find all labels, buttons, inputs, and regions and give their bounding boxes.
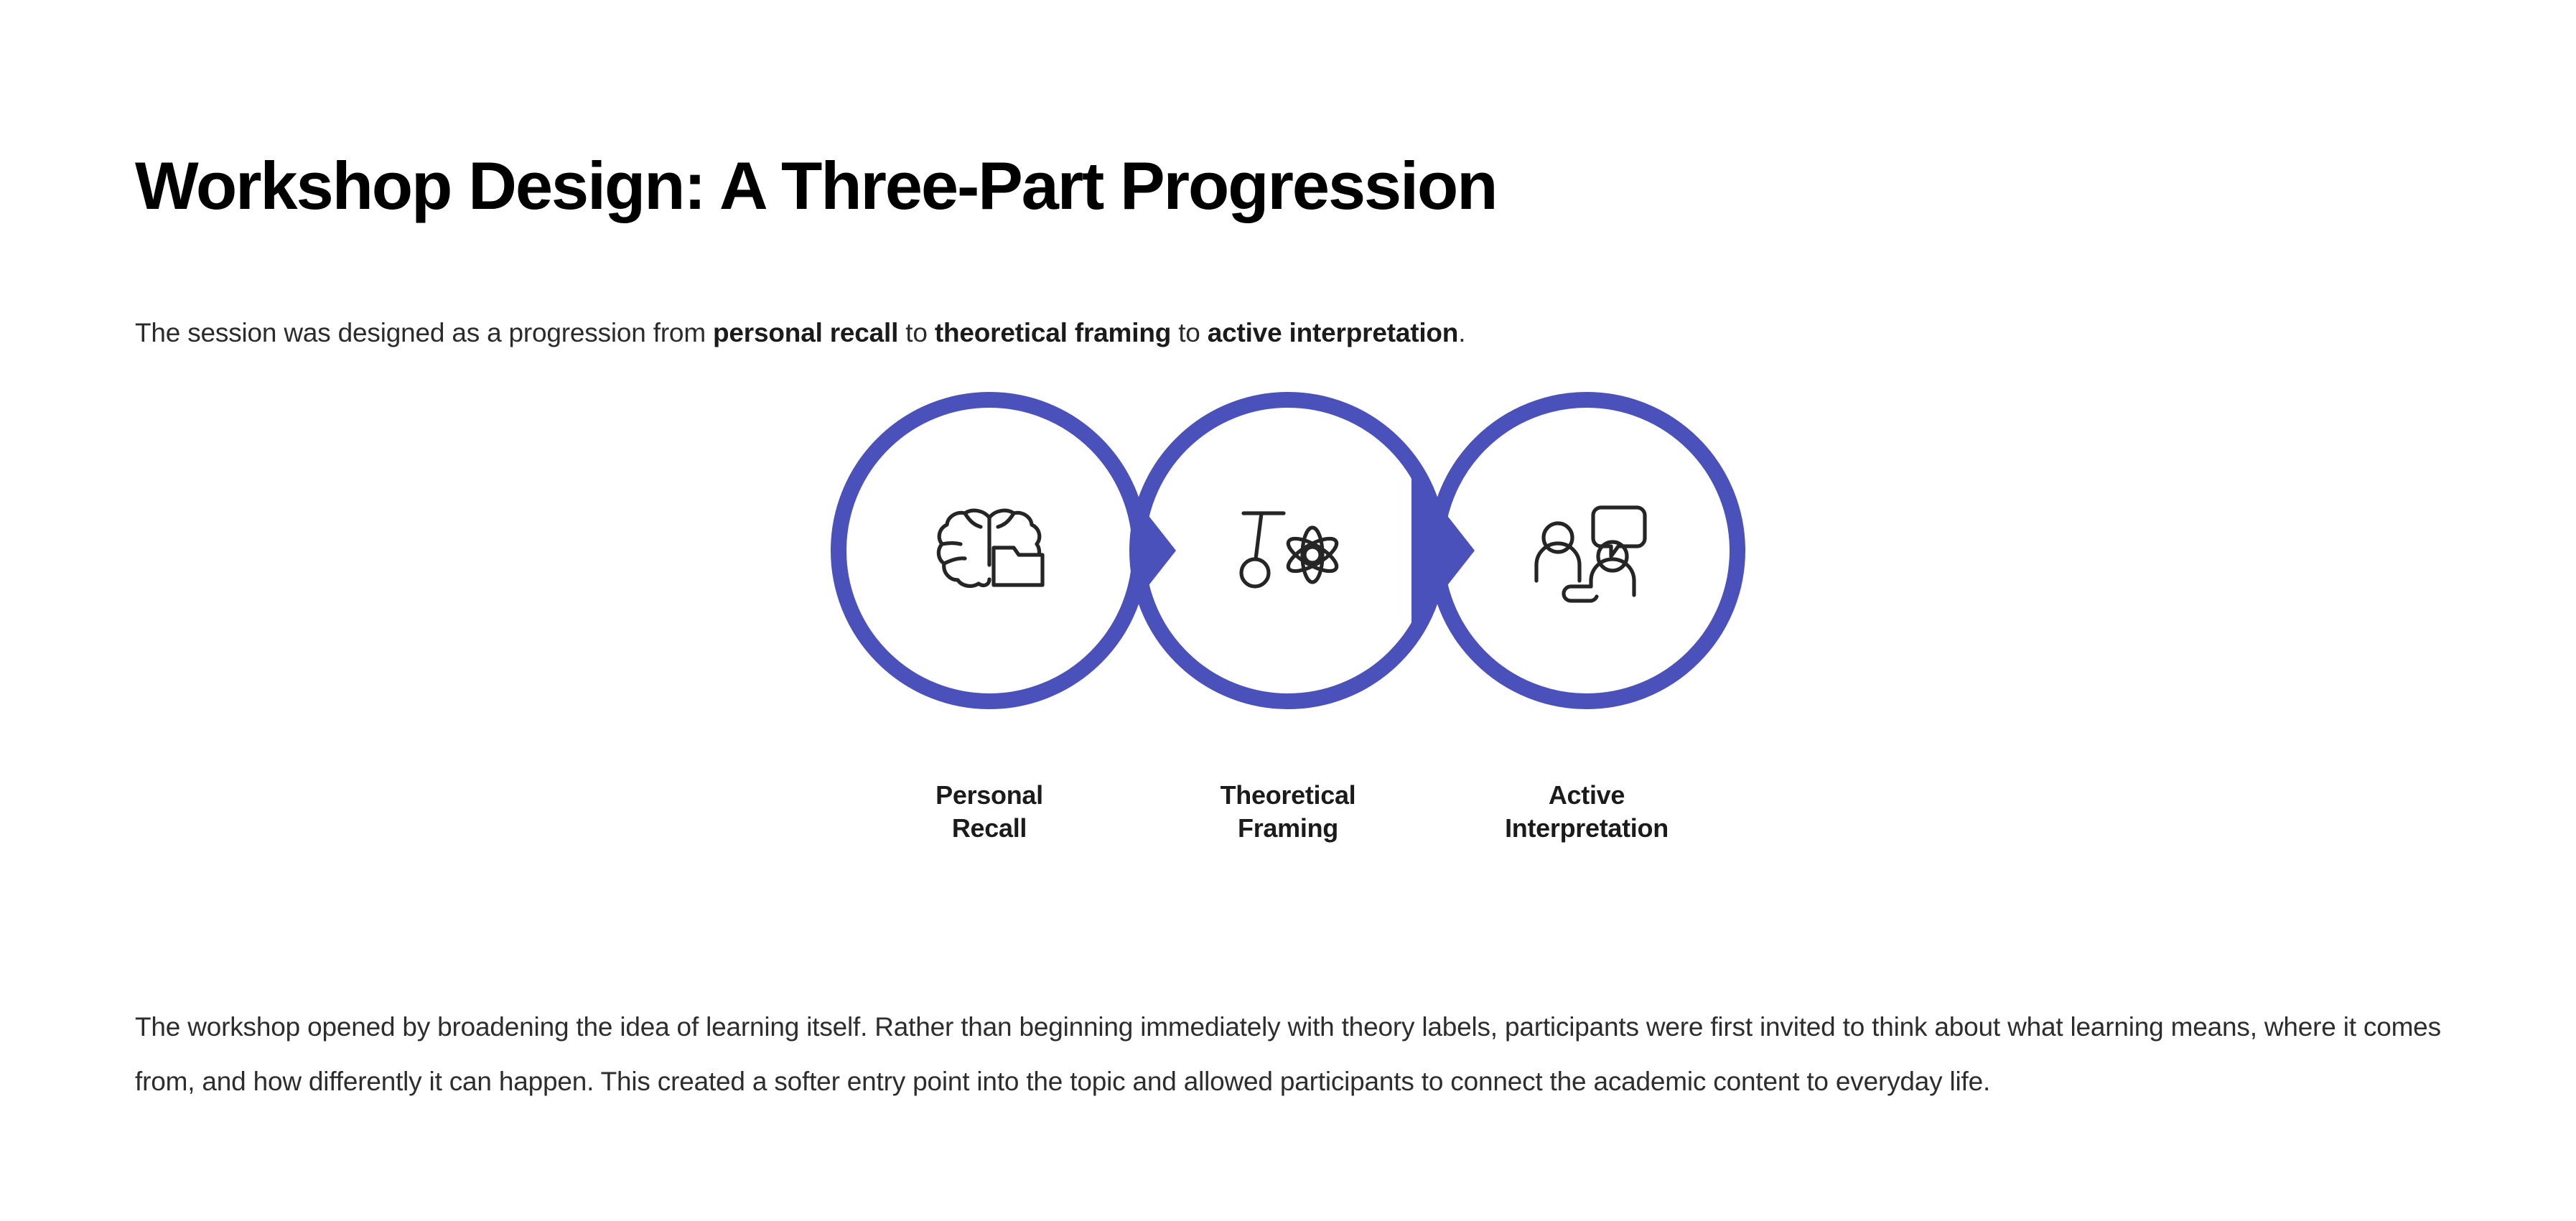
- people-speech-bubble-icon: [1534, 505, 1647, 603]
- stage-label-line2: Recall: [951, 813, 1027, 843]
- stage-label-active-interpretation: Active Interpretation: [1436, 779, 1737, 844]
- intro-text-1: The session was designed as a progressio…: [135, 318, 714, 347]
- body-paragraph: The workshop opened by broadening the id…: [135, 1012, 2441, 1096]
- intro-text-4: .: [1458, 318, 1466, 347]
- pendulum-atom-icon: [1239, 511, 1339, 589]
- brain-folder-icon: [936, 508, 1045, 589]
- stage-circle-2[interactable]: [1129, 392, 1447, 709]
- intro-bold-theoretical-framing: theoretical framing: [934, 318, 1172, 347]
- stage-label-line2: Interpretation: [1505, 813, 1669, 843]
- stage-circle-3[interactable]: [1428, 392, 1745, 709]
- stage-label-theoretical-framing: Theoretical Framing: [1137, 779, 1439, 844]
- stage-label-line1: Personal: [935, 780, 1043, 810]
- stage-label-line2: Framing: [1238, 813, 1338, 843]
- page-title: Workshop Design: A Three-Part Progressio…: [135, 147, 1498, 223]
- stage-label-personal-recall: Personal Recall: [839, 779, 1140, 844]
- intro-bold-active-interpretation: active interpretation: [1207, 318, 1459, 347]
- stage-label-row: Personal Recall Theoretical Framing Acti…: [811, 779, 1766, 865]
- intro-text-2: to: [898, 318, 935, 347]
- stage-label-line1: Theoretical: [1220, 780, 1356, 810]
- intro-text-3: to: [1171, 318, 1208, 347]
- intro-line: The session was designed as a progressio…: [135, 314, 1465, 352]
- three-part-progression-diagram: [811, 373, 1766, 790]
- stage-label-line1: Active: [1548, 780, 1625, 810]
- intro-bold-personal-recall: personal recall: [713, 318, 899, 347]
